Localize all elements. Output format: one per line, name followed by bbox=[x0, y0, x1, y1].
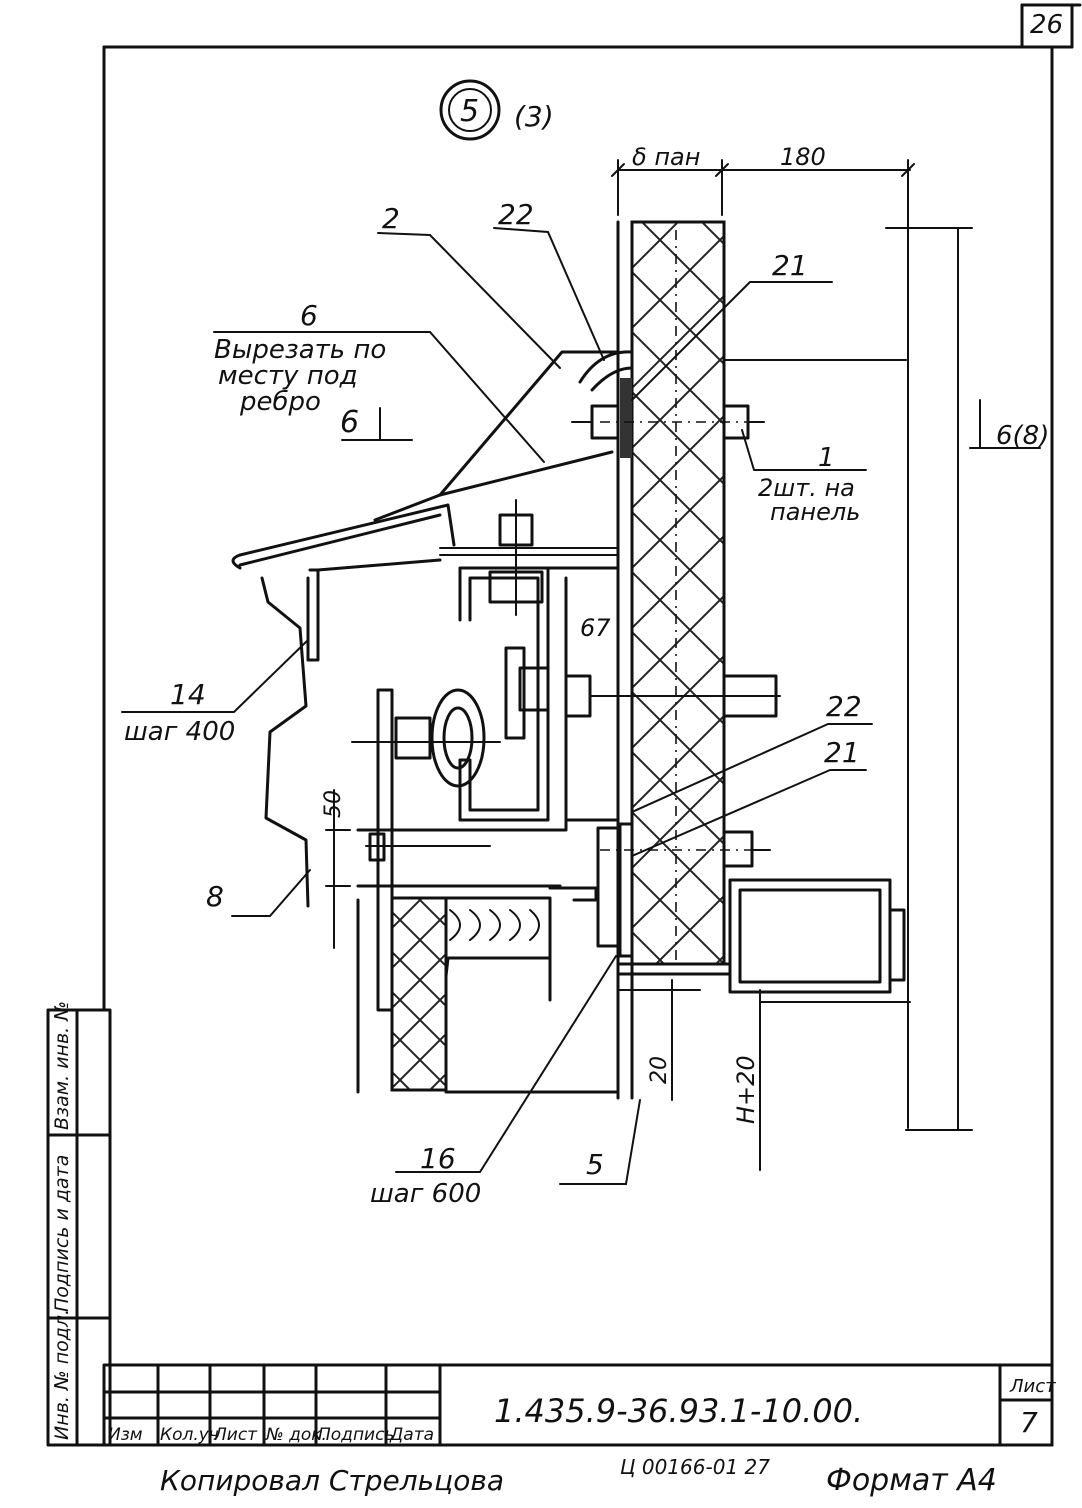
side-stamp bbox=[46, 1008, 112, 1447]
detail-number: 5 bbox=[460, 94, 479, 129]
dim-panel-thickness: δ пан bbox=[632, 143, 700, 171]
stamp-inv-number: Инв. № подл. bbox=[51, 1309, 73, 1440]
tb-designation: 1.435.9-36.93.1-10.00. bbox=[494, 1392, 863, 1430]
title-block bbox=[102, 1363, 1054, 1447]
callout-1-note-line1: 2шт. на bbox=[758, 474, 855, 502]
tb-header-doc: № док. bbox=[265, 1425, 327, 1445]
callout-8: 8 bbox=[206, 880, 224, 913]
lower-dimensions bbox=[325, 789, 761, 1171]
leader-lines bbox=[121, 227, 873, 1185]
dim-67: 67 bbox=[580, 614, 611, 642]
section-marker-6: 6 bbox=[340, 405, 359, 440]
corner-sheet-number: 26 bbox=[1030, 10, 1063, 40]
detail-reference: (3) bbox=[514, 100, 554, 133]
wall-panel bbox=[616, 220, 726, 1100]
callout-1-note-line2: панель bbox=[770, 498, 860, 526]
detail-bubble bbox=[439, 79, 501, 141]
dim-180: 180 bbox=[780, 143, 826, 171]
stamp-replaced-inv: Взам. инв. № bbox=[51, 1001, 73, 1130]
roller-bracket bbox=[351, 646, 781, 1012]
tb-header-izm: Изм bbox=[108, 1425, 143, 1445]
callout-6-note-line2: месту под bbox=[218, 361, 358, 391]
callout-14-note: шаг 400 bbox=[124, 717, 235, 747]
section-marker-6-8: 6(8) bbox=[996, 421, 1049, 451]
footer-copied-by: Копировал Стрельцова bbox=[160, 1464, 504, 1497]
callout-21-mid: 21 bbox=[824, 736, 860, 769]
dim-20: 20 bbox=[647, 1056, 672, 1084]
callout-6-note-line1: Вырезать по bbox=[214, 335, 386, 365]
dim-50: 50 bbox=[321, 790, 346, 818]
tb-sheet-number: 7 bbox=[1020, 1406, 1038, 1439]
box-profile bbox=[618, 878, 911, 1003]
callout-6: 6 bbox=[300, 299, 318, 332]
tb-sheet-label: Лист bbox=[1009, 1376, 1056, 1397]
footer-format: Формат А4 bbox=[826, 1463, 997, 1498]
callout-16-note: шаг 600 bbox=[370, 1179, 481, 1209]
stamp-signature-date: Подпись и дата bbox=[51, 1155, 73, 1312]
footer-order-number: Ц 00166-01 27 bbox=[620, 1455, 770, 1479]
callout-1: 1 bbox=[818, 443, 835, 473]
right-height-dimension bbox=[723, 221, 1041, 1131]
callout-21-top: 21 bbox=[772, 249, 808, 282]
bolts bbox=[488, 404, 765, 616]
tb-header-signature: Подпись bbox=[318, 1425, 394, 1445]
lower-anchor bbox=[365, 822, 771, 958]
top-dimensions bbox=[611, 159, 915, 223]
lower-panel bbox=[356, 884, 620, 1094]
flashing-assembly bbox=[231, 350, 634, 570]
callout-22-top: 22 bbox=[498, 198, 534, 231]
callout-22-mid: 22 bbox=[826, 690, 862, 723]
profiled-sheet bbox=[260, 576, 310, 908]
callout-6-note-line3: ребро bbox=[239, 387, 321, 417]
callout-2: 2 bbox=[382, 202, 400, 235]
dim-h-plus-20: H+20 bbox=[732, 1055, 760, 1124]
channel-profiles bbox=[306, 558, 620, 832]
callout-5: 5 bbox=[586, 1148, 604, 1181]
sheet-frame bbox=[102, 3, 1082, 1447]
tb-header-date: Дата bbox=[389, 1425, 434, 1445]
callout-16: 16 bbox=[420, 1142, 456, 1175]
tb-header-list: Лист bbox=[213, 1425, 258, 1445]
callout-14: 14 bbox=[170, 678, 206, 711]
tb-header-kol: Кол.уч bbox=[160, 1425, 219, 1445]
